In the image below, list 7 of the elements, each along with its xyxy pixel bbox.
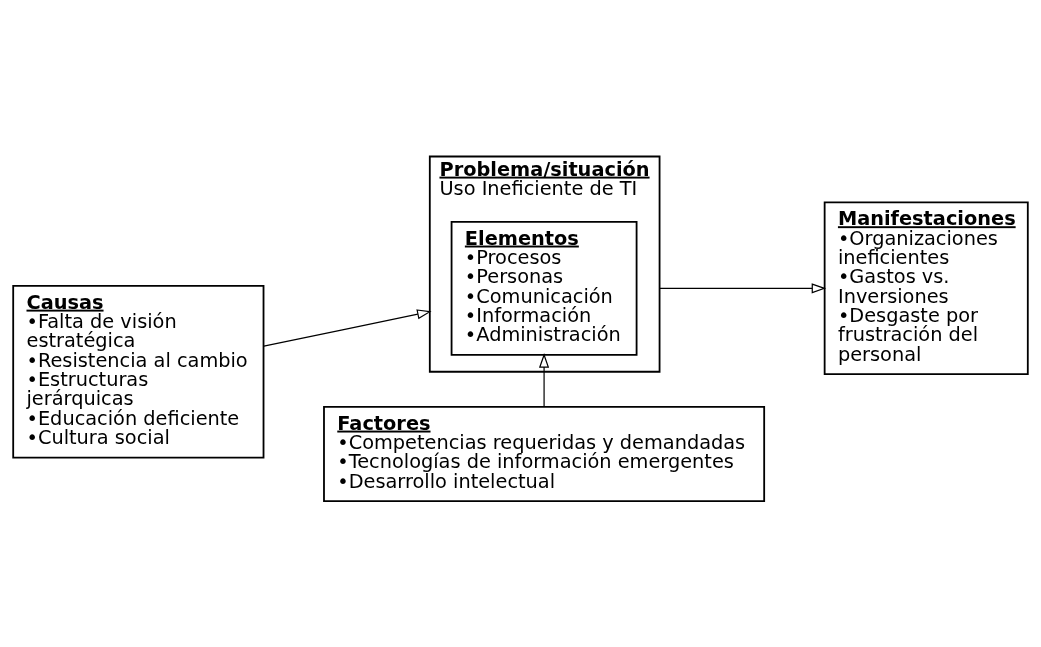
- arrow: [263, 308, 432, 347]
- node-box: Factores •Competencias requeridas y demandadas •Tecnologías de información emergentes •Desarrollo intelectual: [323, 405, 766, 502]
- node-box: Causas •Falta de visión estratégica •Resistencia al cambio •Estructuras jerárquicas •Educación deficiente •Cultura social: [12, 284, 265, 459]
- arrow: [658, 282, 827, 293]
- arrow: [539, 352, 550, 407]
- node-box: Manifestaciones •Organizaciones ineficientes •Gastos vs. Inversiones •Desgaste por frustración del personal: [823, 201, 1029, 375]
- node-box: Elementos •Procesos •Personas •Comunicación •Información •Administración: [450, 220, 638, 356]
